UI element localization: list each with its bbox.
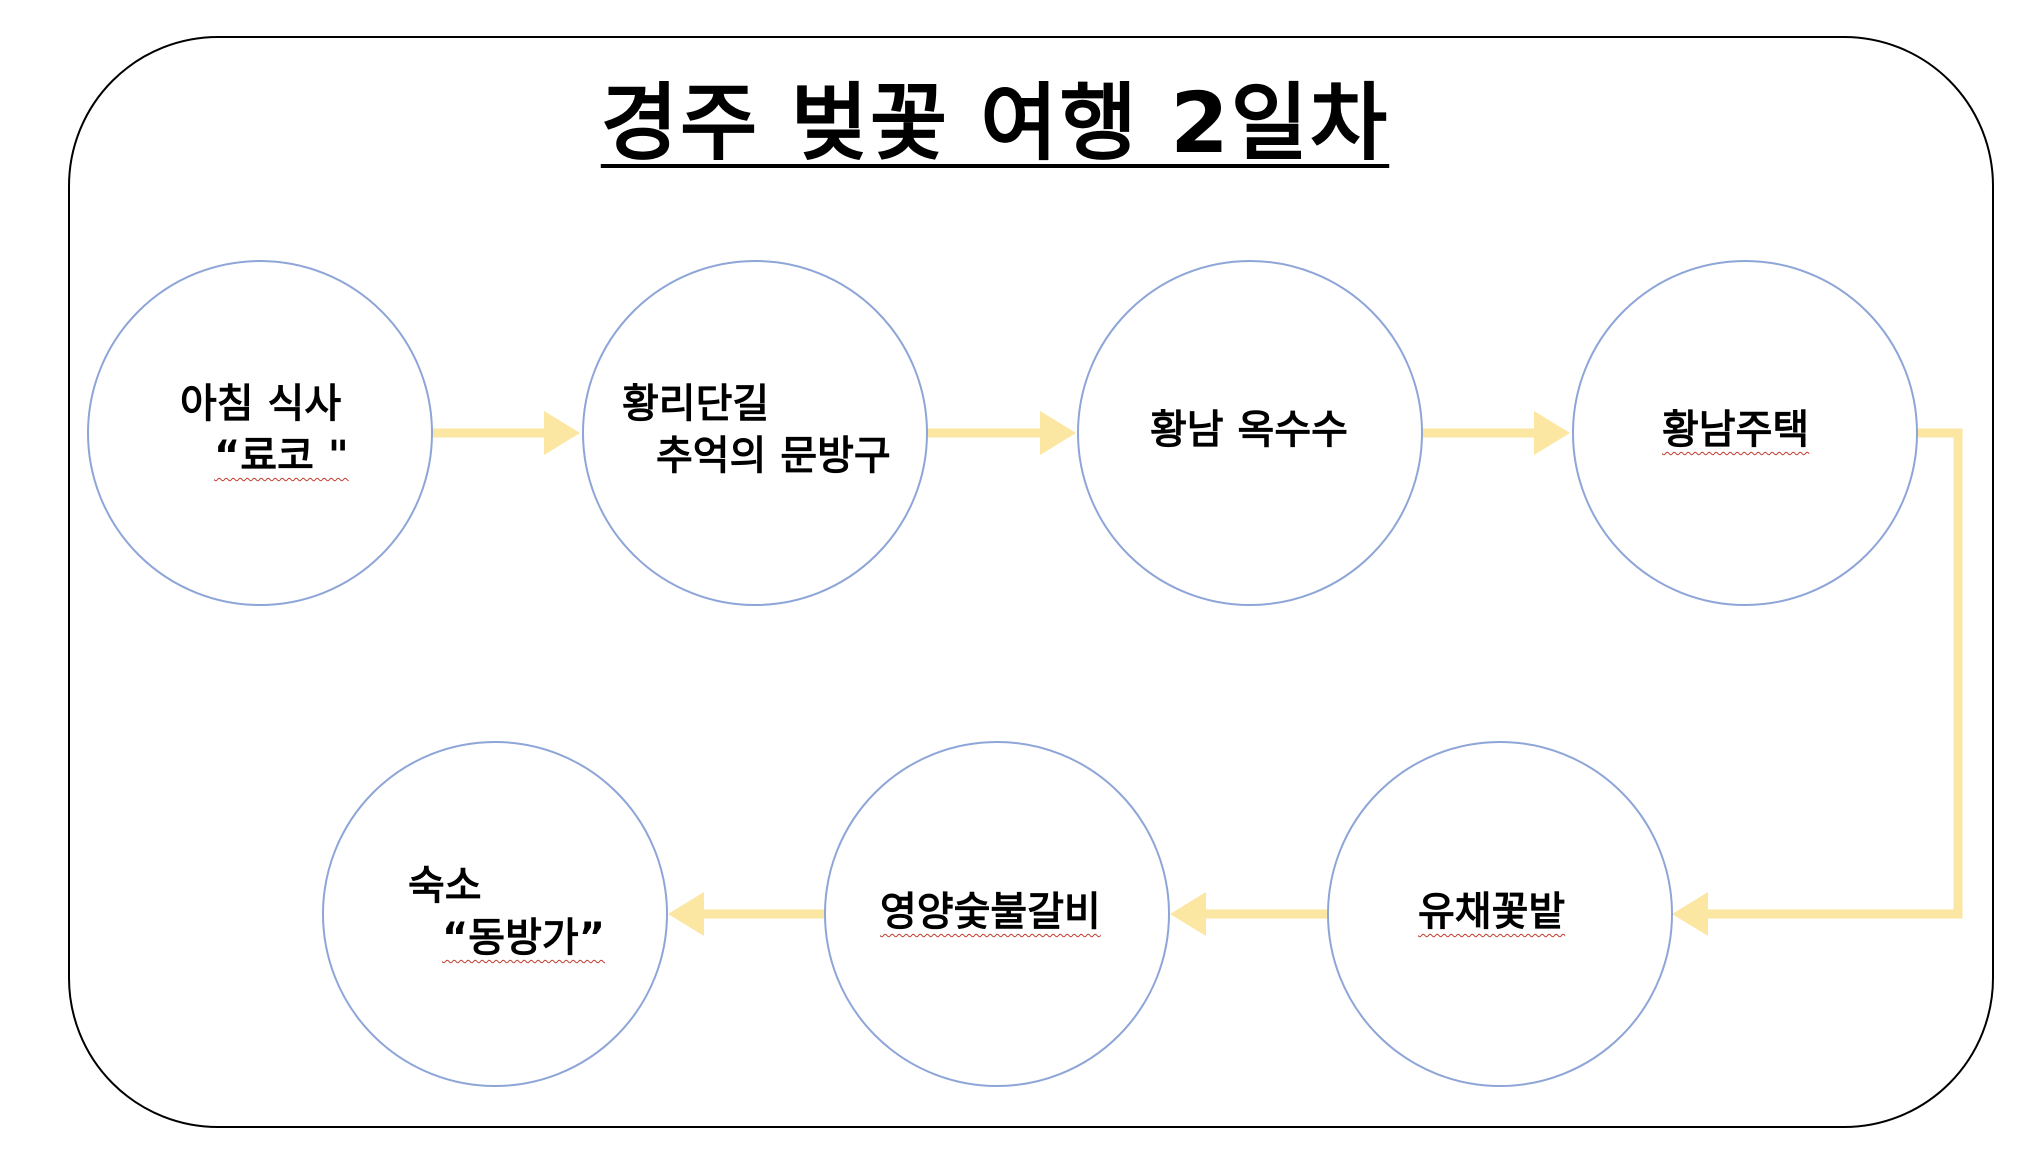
stop-lodging-line2: “동방가” [442, 915, 605, 961]
stop-circle-hwangridan [582, 260, 928, 606]
flow-arrow-head-6 [668, 892, 704, 936]
stop-circle-lodging [322, 741, 668, 1087]
stop-label-hwangnam-house: 황남주택 [1662, 404, 1809, 456]
stop-label-breakfast: 아침 식사 “료코 " [180, 378, 349, 482]
diagram-title: 경주 벚꽃 여행 2일차 [600, 74, 1390, 172]
rounded-frame [68, 36, 1994, 1128]
stop-rapeseed-line1: 유채꽃밭 [1418, 889, 1566, 935]
stop-label-corn: 황남 옥수수 [1150, 404, 1348, 456]
stop-label-rapeseed: 유채꽃밭 [1418, 886, 1565, 938]
stop-label-galbi: 영양숯불갈비 [880, 886, 1101, 938]
flow-arrow-head-2 [1040, 411, 1076, 455]
stop-label-lodging: 숙소 “동방가” [408, 860, 605, 964]
flow-arrow-head-3 [1534, 411, 1570, 455]
stop-hwangridan-line2: 추억의 문방구 [656, 433, 891, 479]
stop-hwangridan-line1: 황리단길 [622, 381, 770, 427]
stop-label-hwangridan: 황리단길 추억의 문방구 [622, 378, 891, 482]
stop-corn-line1: 황남 옥수수 [1150, 407, 1348, 453]
stop-circle-corn [1077, 260, 1423, 606]
stop-circle-rapeseed [1327, 741, 1673, 1087]
stop-breakfast-line1: 아침 식사 [180, 381, 342, 427]
flow-connector-head [1672, 892, 1708, 936]
flow-arrow-head-1 [544, 411, 580, 455]
stop-breakfast-line2: “료코 " [214, 433, 349, 479]
stop-circle-breakfast [87, 260, 433, 606]
stop-galbi-line1: 영양숯불갈비 [880, 889, 1101, 935]
stop-circle-hwangnam-house [1572, 260, 1918, 606]
stop-lodging-line1: 숙소 [408, 863, 482, 909]
stop-hwangnam-house-line1: 황남주택 [1662, 407, 1810, 453]
flow-arrow-head-5 [1170, 892, 1206, 936]
flow-connector-line [1705, 428, 1963, 919]
stop-circle-galbi [824, 741, 1170, 1087]
